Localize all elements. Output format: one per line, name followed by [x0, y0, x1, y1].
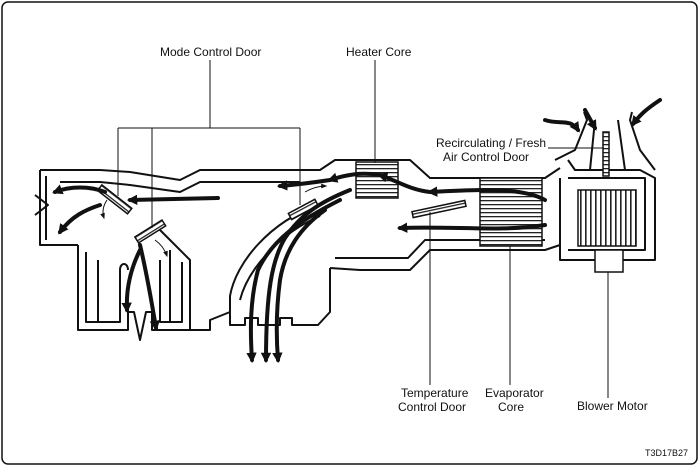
thin-arrows — [100, 183, 328, 258]
airflow-arrows — [52, 98, 662, 364]
label-recirc-line1: Recirculating / Fresh — [436, 136, 546, 150]
blower-motor — [594, 249, 624, 273]
label-temperature-line2: Control Door — [398, 400, 466, 414]
label-evaporator-line1: Evaporator — [485, 386, 544, 400]
figure-code: T3D17B27 — [645, 448, 688, 458]
leader-lines — [117, 60, 609, 398]
label-mode-control-door: Mode Control Door — [160, 45, 261, 59]
label-evaporator-line2: Core — [498, 400, 524, 414]
label-heater-core: Heater Core — [346, 45, 412, 59]
blower-fan — [577, 189, 637, 247]
temperature-control-door — [411, 199, 467, 219]
recirc-fresh-door — [602, 131, 610, 177]
label-blower-motor: Blower Motor — [577, 399, 648, 413]
label-recirc-line2: Air Control Door — [443, 150, 529, 164]
label-temperature-line1: Temperature — [401, 386, 469, 400]
